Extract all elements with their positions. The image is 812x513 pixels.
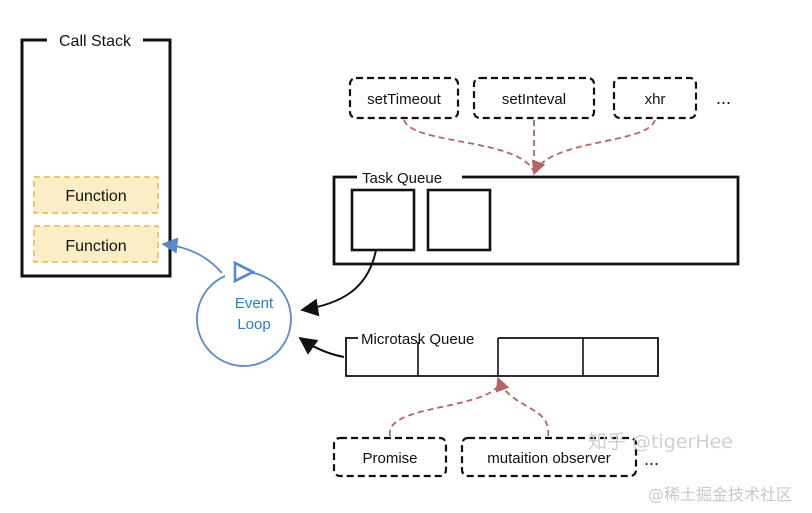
task-queue: Task Queue bbox=[300, 170, 740, 317]
task-source-label: setTimeout bbox=[367, 91, 441, 108]
task-queue-frame bbox=[332, 175, 740, 266]
call-stack: Call Stack Function Function bbox=[20, 33, 172, 278]
task-source-setinteval: setInteval bbox=[472, 76, 596, 120]
event-loop: Event Loop bbox=[161, 237, 292, 367]
microtask-source-label: mutaition observer bbox=[487, 450, 610, 467]
task-source-box bbox=[472, 76, 596, 120]
function-box bbox=[33, 176, 159, 214]
juejin-watermark: @稀土掘金技术社区 bbox=[648, 485, 792, 504]
zhihu-watermark: 知乎 @tigerHee bbox=[588, 431, 733, 453]
task-queue-title: Task Queue bbox=[362, 170, 442, 187]
task-sources-to-queue-arrow bbox=[532, 119, 656, 176]
microtask-source-box bbox=[332, 436, 448, 478]
microtask-sources-ellipsis: ... bbox=[644, 449, 659, 469]
microtask-queue: Microtask Queue bbox=[298, 331, 659, 377]
function-label: Function bbox=[65, 188, 126, 205]
microtask-sources-to-queue-arrow bbox=[389, 385, 499, 437]
microtask-sources-to-queue-arrow bbox=[495, 376, 549, 437]
event-loop-to-call-stack-arrow bbox=[161, 237, 223, 274]
microtask-source-label: Promise bbox=[362, 450, 417, 467]
function-box bbox=[33, 225, 159, 263]
task-queue-to-event-loop-arrow bbox=[300, 249, 377, 317]
task-source-settimeout: setTimeout bbox=[348, 76, 460, 120]
task-queue-slot bbox=[350, 188, 416, 252]
task-source-label: setInteval bbox=[502, 91, 566, 108]
microtask-source-mutation-observer: mutaition observer bbox=[460, 436, 638, 478]
event-loop-label-line1: Event bbox=[235, 295, 274, 312]
call-stack-frame bbox=[20, 38, 172, 278]
microtask-queue-to-event-loop-arrow bbox=[298, 336, 345, 358]
task-sources: setTimeout setInteval xhr ... bbox=[348, 76, 731, 176]
task-sources-to-queue-arrow bbox=[403, 119, 535, 173]
microtask-queue-frame bbox=[345, 337, 659, 377]
call-stack-title: Call Stack bbox=[59, 33, 132, 50]
function-label: Function bbox=[65, 238, 126, 255]
event-loop-circle bbox=[196, 272, 292, 367]
call-stack-frame-2: Function bbox=[33, 225, 159, 263]
microtask-sources: Promise mutaition observer ... bbox=[332, 376, 659, 478]
microtask-queue-title: Microtask Queue bbox=[361, 331, 474, 348]
task-sources-ellipsis: ... bbox=[716, 88, 731, 108]
task-queue-slot bbox=[426, 188, 492, 252]
call-stack-frame-1: Function bbox=[33, 176, 159, 214]
microtask-source-box bbox=[460, 436, 638, 478]
task-source-xhr: xhr bbox=[612, 76, 698, 120]
task-source-box bbox=[348, 76, 460, 120]
task-source-box bbox=[612, 76, 698, 120]
microtask-source-promise: Promise bbox=[332, 436, 448, 478]
task-source-label: xhr bbox=[645, 91, 666, 108]
event-loop-label-line2: Loop bbox=[237, 316, 270, 333]
